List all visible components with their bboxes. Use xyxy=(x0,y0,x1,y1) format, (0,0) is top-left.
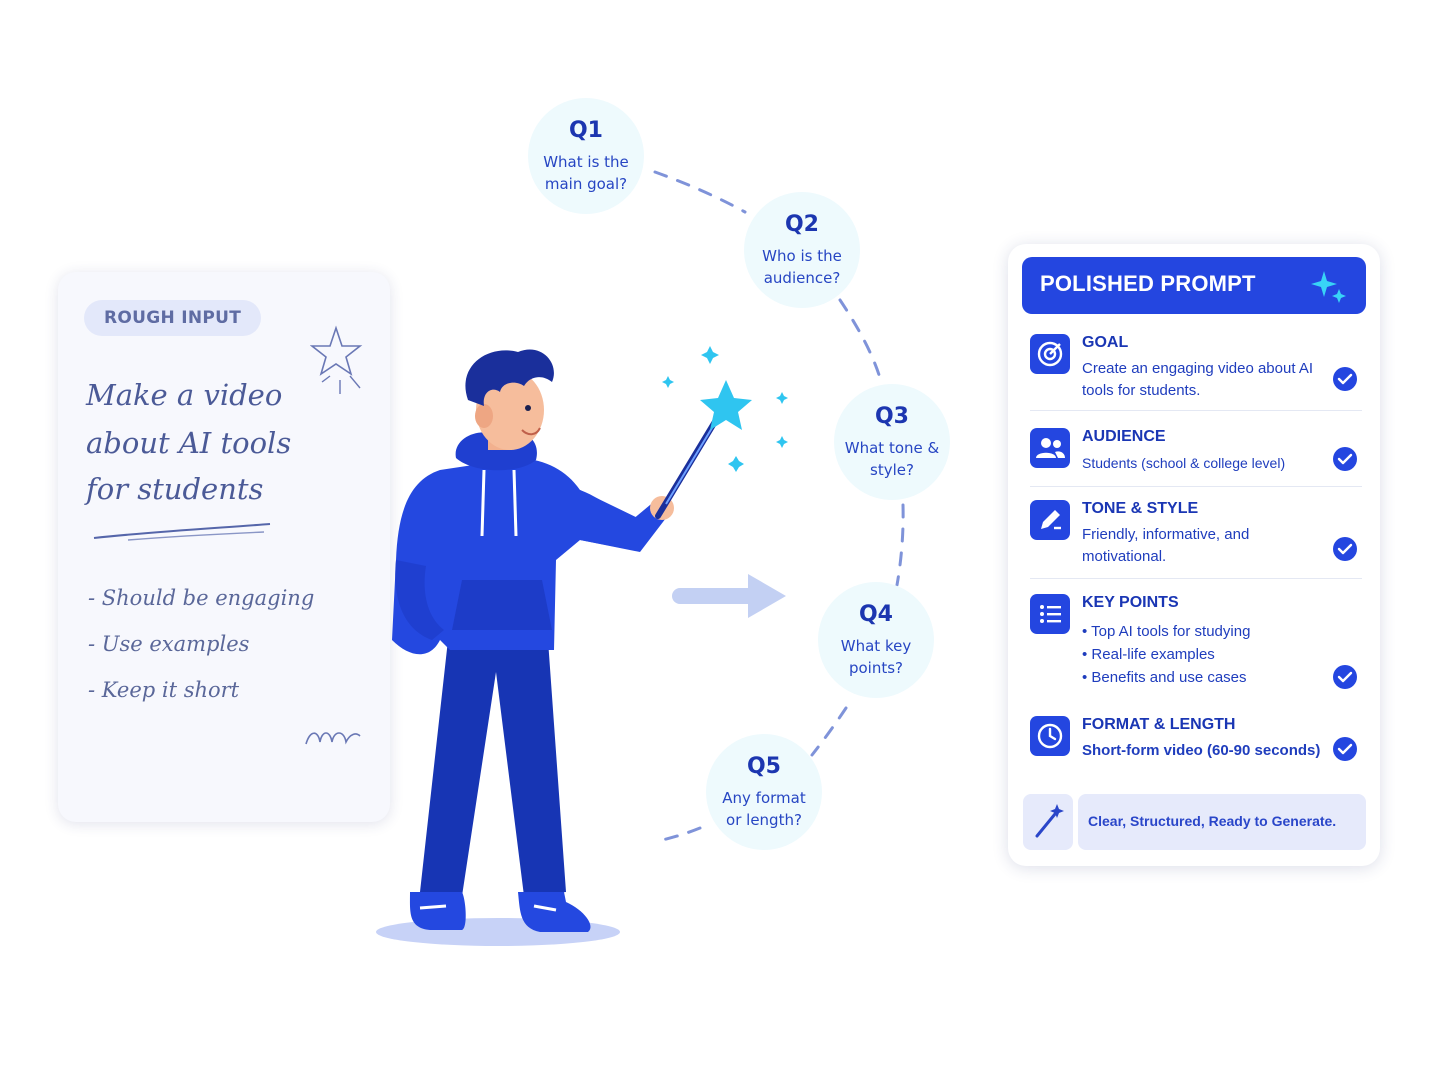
rough-line-3: for students xyxy=(86,472,264,506)
target-icon xyxy=(1030,334,1070,374)
sparkle-icon xyxy=(1311,271,1346,303)
check-circle-icon xyxy=(1333,367,1357,391)
star-doodle-icon xyxy=(310,325,363,394)
question-bubble-q1: Q1 What is the main goal? xyxy=(528,98,644,214)
question-number: Q3 xyxy=(874,404,909,429)
list-item-text: Benefits and use cases xyxy=(1091,669,1247,686)
prompt-row-key-points: KEY POINTS • Top AI tools for studying •… xyxy=(1030,594,1362,694)
question-number: Q2 xyxy=(784,212,819,237)
prompt-row-title: TONE & STYLE xyxy=(1082,500,1199,517)
prompt-row-body: Short-form video (60-90 seconds) xyxy=(1082,742,1321,759)
question-number: Q1 xyxy=(568,118,603,143)
clock-icon xyxy=(1030,716,1070,756)
check-circle-icon xyxy=(1333,737,1357,761)
list-item: • Real-life examples xyxy=(1082,646,1215,663)
key-points-list: • Top AI tools for studying • Real-life … xyxy=(1082,620,1322,689)
question-bubble-q5: Q5 Any format or length? xyxy=(706,734,822,850)
note-line-2: - Use examples xyxy=(88,632,250,656)
person-with-wand-illustration xyxy=(376,346,788,946)
list-item: • Benefits and use cases xyxy=(1082,669,1247,686)
note-line-3: - Keep it short xyxy=(88,678,240,702)
prompt-row-title: GOAL xyxy=(1082,334,1129,351)
list-icon xyxy=(1030,594,1070,634)
question-bubble-q4: Q4 What key points? xyxy=(818,582,934,698)
note-line-1: - Should be engaging xyxy=(88,586,315,610)
prompt-row-title: AUDIENCE xyxy=(1082,428,1166,445)
question-text: What is the main goal? xyxy=(543,153,629,193)
pen-icon xyxy=(1030,500,1070,540)
prompt-row-title: FORMAT & LENGTH xyxy=(1082,716,1236,733)
prompt-row-format: FORMAT & LENGTH Short-form video (60-90 … xyxy=(1030,716,1362,766)
prompt-row-body: Create an engaging video about AI tools … xyxy=(1082,360,1314,399)
underline-scribble xyxy=(93,523,271,541)
right-arrow-icon xyxy=(672,574,786,618)
question-text: Who is the audience? xyxy=(762,247,842,287)
question-number: Q4 xyxy=(858,602,893,627)
list-item: • Top AI tools for studying xyxy=(1082,623,1251,640)
check-circle-icon xyxy=(1333,537,1357,561)
prompt-row-title: KEY POINTS xyxy=(1082,594,1179,611)
polished-prompt-header: POLISHED PROMPT xyxy=(1022,257,1366,314)
squiggle-doodle-icon xyxy=(305,732,361,745)
footer-status-text: Clear, Structured, Ready to Generate. xyxy=(1088,813,1337,829)
rough-line-2: about AI tools xyxy=(86,426,292,460)
row-divider xyxy=(1030,578,1362,579)
row-divider xyxy=(1030,410,1362,411)
prompt-row-audience: AUDIENCE Students (school & college leve… xyxy=(1030,428,1362,478)
rough-input-card: ROUGH INPUT Make a video about AI tools … xyxy=(58,272,390,822)
magic-wand-icon xyxy=(1023,794,1073,850)
prompt-row-goal: GOAL Create an engaging video about AI t… xyxy=(1030,334,1362,404)
question-bubble-q3: Q3 What tone & style? xyxy=(834,384,950,500)
rough-line-1: Make a video xyxy=(86,378,283,412)
polished-prompt-title: POLISHED PROMPT xyxy=(1040,271,1256,296)
prompt-row-body: Friendly, informative, and motivational. xyxy=(1082,526,1250,565)
question-text: Any format or length? xyxy=(722,789,806,829)
polished-prompt-card: POLISHED PROMPT GOAL Create an engaging … xyxy=(1008,244,1380,866)
check-circle-icon xyxy=(1333,447,1357,471)
footer-status-bar: Clear, Structured, Ready to Generate. xyxy=(1078,794,1366,850)
row-divider xyxy=(1030,486,1362,487)
check-circle-icon xyxy=(1333,665,1357,689)
question-text: What key points? xyxy=(840,637,912,677)
prompt-row-tone: TONE & STYLE Friendly, informative, and … xyxy=(1030,500,1362,572)
question-number: Q5 xyxy=(746,754,781,779)
question-bubble-q2: Q2 Who is the audience? xyxy=(744,192,860,308)
question-text: What tone & style? xyxy=(844,439,940,479)
list-item-text: Top AI tools for studying xyxy=(1091,623,1251,640)
list-item-text: Real-life examples xyxy=(1091,646,1215,663)
prompt-row-body: Students (school & college level) xyxy=(1082,455,1286,471)
rough-input-label: ROUGH INPUT xyxy=(84,300,262,336)
users-icon xyxy=(1030,428,1070,468)
